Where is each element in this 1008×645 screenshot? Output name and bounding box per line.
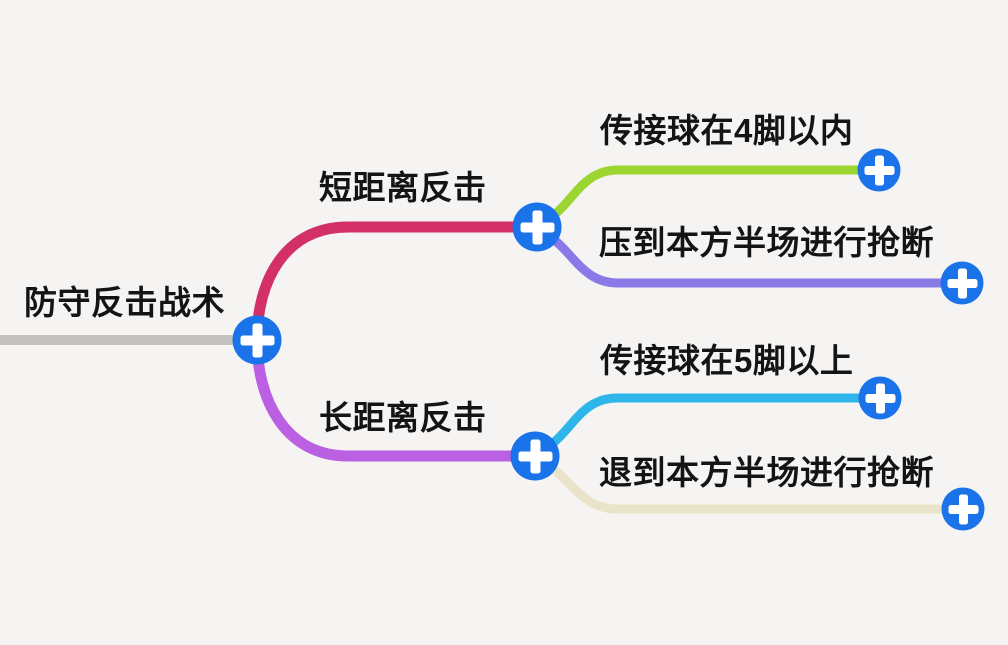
add-child-button-pass-within-4[interactable]: [857, 148, 901, 192]
branch-edge-short-counterattack: [251, 221, 543, 346]
plus-icon: [941, 262, 984, 305]
plus-icon: [233, 316, 282, 365]
leaf-edge-pass-over-5: [532, 393, 885, 457]
root-node-label[interactable]: 防守反击战术: [24, 284, 225, 321]
add-child-button-long-counterattack[interactable]: [510, 431, 560, 481]
add-child-button-press-own-half[interactable]: [940, 261, 984, 305]
leaf-node-label-pass-within-4[interactable]: 传接球在4脚以内: [600, 112, 854, 149]
branch-node-label-short-counterattack[interactable]: 短距离反击: [319, 169, 487, 206]
add-child-button-retreat-own-half[interactable]: [941, 487, 985, 531]
plus-icon: [859, 377, 902, 420]
branch-node-label-long-counterattack[interactable]: 长距离反击: [319, 399, 487, 436]
branch-edge-long-counterattack: [251, 334, 541, 462]
leaf-node-label-pass-over-5[interactable]: 传接球在5脚以上: [600, 342, 854, 379]
plus-icon: [513, 203, 562, 252]
add-child-button-pass-over-5[interactable]: [858, 376, 902, 420]
leaf-node-label-retreat-own-half[interactable]: 退到本方半场进行抢断: [599, 454, 934, 491]
plus-icon: [858, 149, 901, 192]
plus-icon: [511, 432, 560, 481]
leaf-edge-pass-within-4: [534, 165, 884, 228]
add-child-button-root[interactable]: [232, 315, 282, 365]
add-child-button-short-counterattack[interactable]: [512, 202, 562, 252]
plus-icon: [942, 488, 985, 531]
leaf-node-label-press-own-half[interactable]: 压到本方半场进行抢断: [599, 224, 934, 261]
